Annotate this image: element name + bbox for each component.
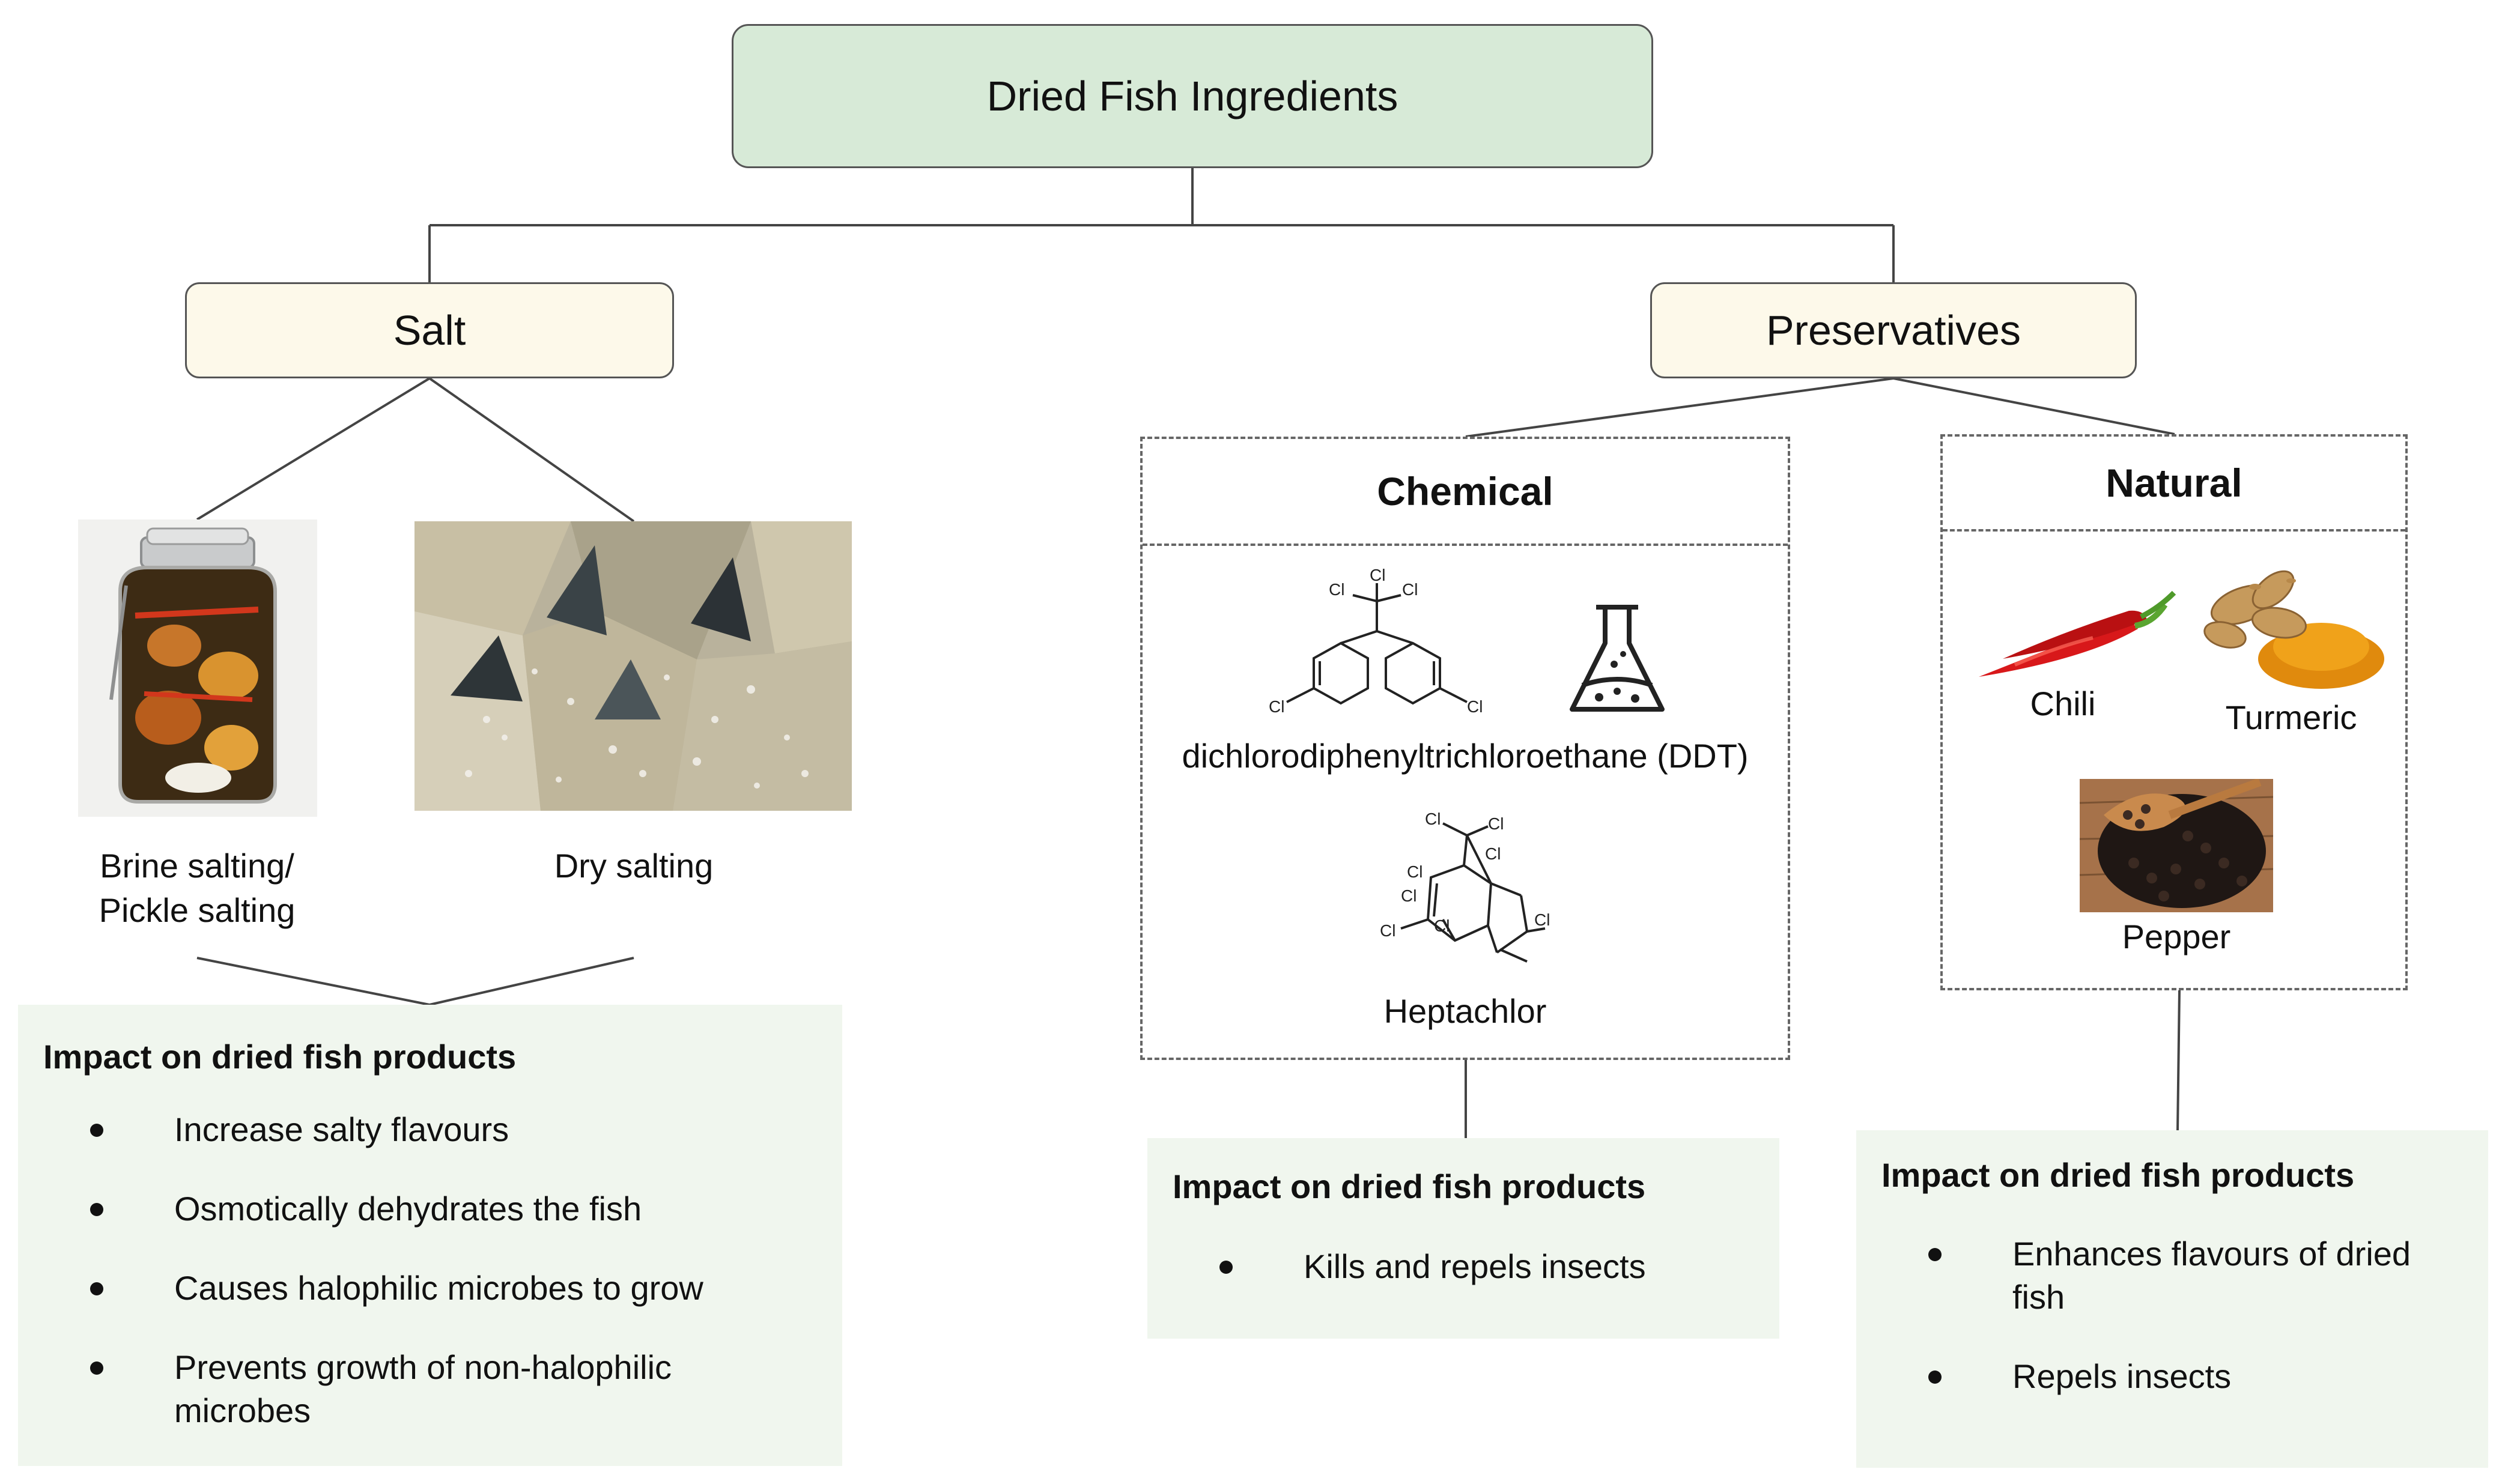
list-item: Osmotically dehydrates the fish bbox=[18, 1187, 842, 1231]
atom-label: Cl bbox=[1434, 916, 1450, 935]
atom-label: Cl bbox=[1402, 580, 1418, 599]
bullet-icon bbox=[1219, 1261, 1233, 1274]
chemical-panel: Chemical Cl Cl Cl Cl Cl bbox=[1140, 437, 1790, 1060]
brine-salting-label: Brine salting/ Pickle salting bbox=[99, 847, 296, 929]
atom-label: Cl bbox=[1467, 697, 1483, 716]
chemical-impact-heading: Impact on dried fish products bbox=[1173, 1168, 1646, 1205]
flask-icon bbox=[1570, 605, 1665, 712]
atom-label: Cl bbox=[1485, 844, 1501, 863]
chili-label: Chili bbox=[2030, 685, 2096, 722]
natural-impact-box: Impact on dried fish products Enhances f… bbox=[1856, 1130, 2488, 1468]
list-item: Causes halophilic microbes to grow bbox=[18, 1267, 842, 1310]
preservatives-title: Preservatives bbox=[1766, 307, 2021, 354]
chili-icon bbox=[1979, 590, 2176, 677]
atom-label: Cl bbox=[1425, 811, 1441, 828]
heptachlor-structure-icon: Cl Cl Cl Cl Cl Cl Cl Cl bbox=[1380, 811, 1550, 963]
pepper-label: Pepper bbox=[2122, 918, 2231, 956]
salt-impact-heading: Impact on dried fish products bbox=[43, 1038, 517, 1076]
bullet-icon bbox=[90, 1124, 103, 1137]
pepper-icon bbox=[2080, 779, 2273, 912]
atom-label: Cl bbox=[1269, 697, 1284, 716]
root-node: Dried Fish Ingredients bbox=[732, 24, 1653, 168]
ddt-label: dichlorodiphenyltrichloroethane (DDT) bbox=[1182, 737, 1749, 775]
natural-panel: Natural Chili Turmeric bbox=[1940, 434, 2408, 990]
atom-label: Cl bbox=[1370, 566, 1385, 584]
preservatives-node: Preservatives bbox=[1650, 282, 2137, 378]
atom-label: Cl bbox=[1401, 886, 1416, 905]
bullet-icon bbox=[90, 1282, 103, 1295]
root-title: Dried Fish Ingredients bbox=[986, 73, 1398, 120]
bullet-icon bbox=[90, 1203, 103, 1216]
bullet-icon bbox=[1928, 1370, 1942, 1384]
dry-salting-label: Dry salting bbox=[554, 847, 714, 885]
bullet-icon bbox=[1928, 1248, 1942, 1261]
atom-label: Cl bbox=[1380, 921, 1395, 940]
bullet-icon bbox=[90, 1361, 103, 1375]
list-item: Kills and repels insects bbox=[1147, 1245, 1779, 1288]
pickle-jar-icon bbox=[78, 519, 317, 817]
natural-impact-heading: Impact on dried fish products bbox=[1881, 1156, 2355, 1194]
ddt-structure-icon: Cl Cl Cl Cl Cl bbox=[1269, 566, 1483, 716]
heptachlor-label: Heptachlor bbox=[1383, 992, 1547, 1030]
salt-title: Salt bbox=[393, 307, 466, 354]
atom-label: Cl bbox=[1488, 814, 1504, 833]
salt-impact-box: Impact on dried fish products Increase s… bbox=[18, 1005, 842, 1466]
chemical-impact-list: Kills and repels insects bbox=[1147, 1245, 1779, 1288]
chemical-impact-box: Impact on dried fish products Kills and … bbox=[1147, 1138, 1779, 1339]
list-item: Increase salty flavours bbox=[18, 1108, 842, 1151]
salt-impact-list: Increase salty flavours Osmotically dehy… bbox=[18, 1108, 842, 1432]
natural-title: Natural bbox=[1943, 437, 2405, 532]
chemical-title: Chemical bbox=[1143, 439, 1788, 546]
list-item: Repels insects bbox=[1856, 1355, 2488, 1398]
atom-label: Cl bbox=[1534, 910, 1550, 929]
salted-fish-icon bbox=[414, 521, 852, 811]
atom-label: Cl bbox=[1329, 580, 1344, 599]
atom-label: Cl bbox=[1407, 862, 1423, 881]
turmeric-label: Turmeric bbox=[2225, 698, 2357, 736]
turmeric-icon bbox=[2203, 570, 2384, 689]
salt-node: Salt bbox=[185, 282, 674, 378]
